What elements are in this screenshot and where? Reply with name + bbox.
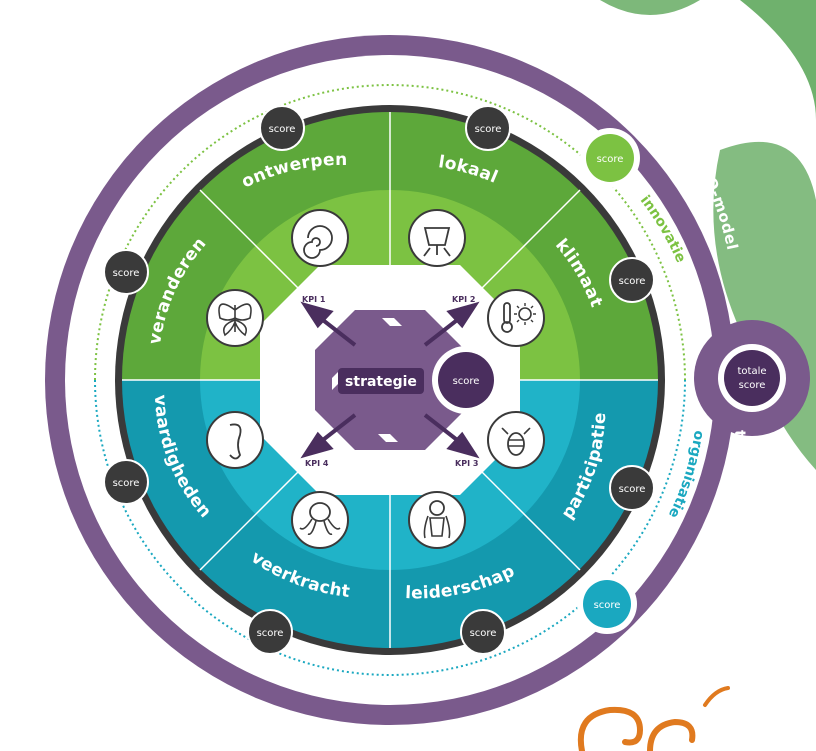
score-badge-left-lower[interactable]: score xyxy=(103,459,149,505)
organisation-dotted-arc xyxy=(94,379,686,676)
organisation-score-badge[interactable]: score xyxy=(577,574,637,634)
center-score-badge[interactable] xyxy=(438,352,494,408)
score-badge-left-upper[interactable]: score xyxy=(103,249,149,295)
thermometer-sun-icon xyxy=(487,289,545,347)
score-badge-right-upper[interactable]: score xyxy=(609,257,655,303)
score-badge-right-lower[interactable]: score xyxy=(609,465,655,511)
kpi-3-label: KPI 3 xyxy=(455,459,478,468)
score-badge-top-left[interactable]: score xyxy=(259,105,305,151)
score-label: score xyxy=(113,268,140,279)
cicada-insect-icon xyxy=(408,209,466,267)
kpi-4-label: KPI 4 xyxy=(305,459,329,468)
total-score-badge[interactable]: totale score xyxy=(718,344,786,412)
bee-icon xyxy=(487,411,545,469)
kpi-1-label: KPI 1 xyxy=(302,295,326,304)
octopus-icon xyxy=(291,491,349,549)
gorilla-icon xyxy=(408,491,466,549)
score-label: score xyxy=(113,478,140,489)
score-label: score xyxy=(257,628,284,639)
logo-swirl-icon xyxy=(577,686,730,751)
score-badge-top-right[interactable]: score xyxy=(465,105,511,151)
score-label: score xyxy=(594,600,621,611)
total-score-line1: totale xyxy=(737,366,766,377)
score-label: score xyxy=(619,484,646,495)
seahorse-icon xyxy=(206,411,264,469)
nautilus-shell-icon xyxy=(291,209,349,267)
kpi-arrows xyxy=(300,301,480,459)
strategy-label-box xyxy=(338,368,424,394)
strategy-label: strategie xyxy=(345,374,417,390)
innovation-score-badge[interactable]: score xyxy=(580,128,640,188)
kpi-2-label: KPI 2 xyxy=(452,295,475,304)
score-label: score xyxy=(269,124,296,135)
innovation-dotted-arc xyxy=(94,84,686,381)
score-badge-bottom-right[interactable]: score xyxy=(460,609,506,655)
butterfly-icon xyxy=(206,289,264,347)
score-label: score xyxy=(597,154,624,165)
total-score-line2: score xyxy=(739,380,766,391)
score-label: score xyxy=(619,276,646,287)
center-score-label: score xyxy=(453,376,480,387)
score-label: score xyxy=(475,124,502,135)
score-label: score xyxy=(470,628,497,639)
score-badge-bottom-left[interactable]: score xyxy=(247,609,293,655)
